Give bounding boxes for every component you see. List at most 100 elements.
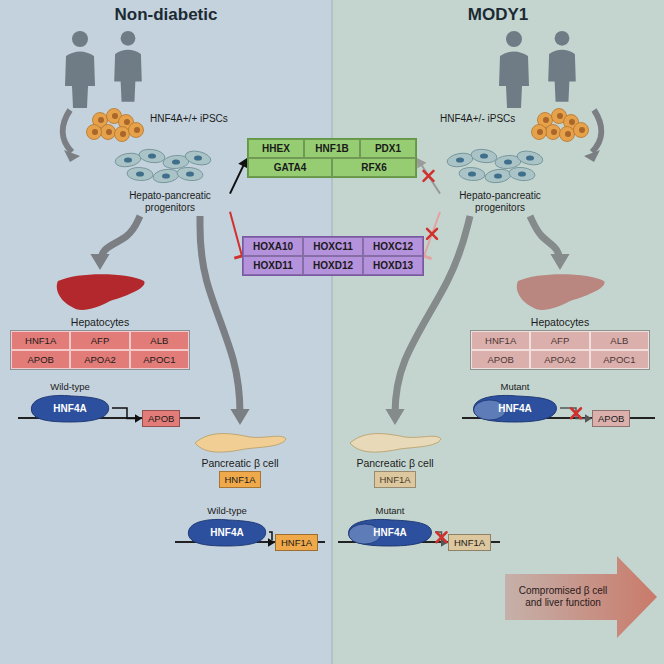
ipsc-cells: [92, 129, 98, 135]
gene-name: HOXA10: [243, 237, 303, 256]
outcome-text: Compromised β cell and liver function: [513, 585, 613, 609]
shape-part: [474, 395, 557, 422]
block-mark: [437, 532, 447, 542]
shape-part: [31, 395, 108, 422]
gene-name: HNF1A: [374, 471, 415, 488]
gene-name: HNF1A: [281, 537, 312, 548]
connector-line: [230, 212, 242, 256]
allele-label: Mutant: [345, 505, 435, 517]
liver-icon: [517, 274, 605, 310]
person-figure: [114, 50, 142, 102]
stage-label: Hepato-pancreatic progenitors: [442, 190, 558, 214]
ipsc-cells: [569, 119, 575, 125]
block-mark: [571, 408, 581, 418]
progenitor-cells: [526, 155, 534, 160]
gene-table: HepatocytesHNF1AAFPALBAPOBAPOA2APOC1: [10, 270, 190, 370]
gene-box: HNF1A: [275, 534, 318, 551]
ipsc-cells: [101, 125, 116, 140]
connector: [268, 532, 275, 547]
progenitor-cells: [127, 167, 154, 182]
ipsc-cells: [546, 125, 561, 140]
gene-box: HNF1A: [448, 534, 491, 551]
connector: [435, 532, 448, 547]
panel: MODY1Hepato-pancreatic progenitorsHepato…: [332, 0, 664, 664]
gene-table: HOXA10HOXC11HOXC12HOXD11HOXD12HOXD13: [242, 236, 424, 276]
ipsc-cells: [557, 113, 563, 119]
gene-grid: HNF1AAFPALBAPOBAPOA2APOC1: [10, 330, 190, 370]
protein-shape: MutantHNF4A: [470, 381, 560, 423]
progenitor-cells: [459, 167, 486, 182]
block-mark: [427, 229, 437, 239]
pancreas-icon: [195, 434, 286, 453]
ipsc-cells: [115, 127, 130, 142]
protein-name: HNF4A: [210, 527, 243, 538]
progenitor-cells: [516, 149, 544, 167]
progenitor-cells: [186, 171, 194, 176]
panel: Non-diabeticHepato-pancreatic progenitor…: [0, 0, 332, 664]
ipsc-cells: [537, 129, 543, 135]
gene-name: ALB: [590, 331, 649, 350]
allele-label: Wild-type: [185, 505, 269, 517]
progenitor-cells: [508, 166, 535, 182]
ipsc-cells: [560, 127, 575, 142]
panel-ground: [332, 0, 664, 664]
connector: [530, 216, 570, 270]
protein-shape: HNF4A: [345, 517, 435, 547]
cell-type-label: Pancreatic β cell: [190, 455, 290, 471]
protein-shape: HNF4A: [470, 393, 560, 423]
gene-name: HNF1A: [471, 331, 530, 350]
ipsc-cells: [112, 113, 118, 119]
gene-name: APOB: [148, 413, 174, 424]
connector-line: [424, 212, 440, 256]
gene-name: PDX1: [360, 139, 416, 158]
ipsc-cells: [574, 123, 589, 138]
progenitor-cells: [194, 155, 202, 160]
progenitor-cells: [446, 151, 474, 168]
panel-title: Non-diabetic: [0, 0, 332, 25]
flow-arrow: [63, 110, 72, 152]
progenitor-cells: [138, 148, 166, 164]
block-mark: [424, 171, 434, 181]
shape-part: [505, 556, 657, 638]
protein-shape: Wild-typeHNF4A: [28, 381, 112, 423]
gene-table: HepatocytesHNF1AAFPALBAPOBAPOA2APOC1: [470, 270, 650, 370]
cell-type: Pancreatic β cellHNF1A: [345, 425, 445, 488]
cell-label: HNF4A+/+ iPSCs: [150, 113, 228, 124]
gene-name: APOA2: [530, 350, 589, 369]
panel-ground: [332, 0, 333, 664]
shape-part: [188, 519, 265, 546]
person-figure: [499, 52, 529, 109]
ipsc-cells: [87, 125, 102, 140]
connector: [112, 408, 142, 423]
gene-name: GATA4: [248, 158, 332, 177]
progenitor-cells: [470, 148, 498, 164]
progenitor-cells: [176, 166, 203, 182]
progenitor-cells: [518, 171, 526, 176]
arrowhead: [417, 158, 426, 168]
protein-name: HNF4A: [53, 403, 86, 414]
gene-name: APOC1: [130, 350, 189, 369]
protein-shape: HNF4A: [185, 517, 269, 547]
gene-name: HNF1B: [304, 139, 360, 158]
protein-name: HNF4A: [373, 527, 406, 538]
gene-table: HHEXHNF1BPDX1GATA4RFX6: [247, 138, 417, 178]
block-mark: [437, 532, 447, 542]
gene-name: HOXC12: [363, 237, 423, 256]
progenitor-cells: [114, 151, 142, 168]
cell-type-label: Pancreatic β cell: [345, 455, 445, 471]
liver-icon: [470, 270, 650, 314]
person-figure: [72, 31, 88, 47]
cell-type-label: Hepatocytes: [10, 314, 190, 330]
connector: [417, 158, 440, 194]
progenitor-cells: [494, 173, 502, 178]
ipsc-cells: [120, 131, 126, 137]
gene-name: RFX6: [332, 158, 416, 177]
arrowhead: [135, 414, 142, 422]
gene-name: ALB: [130, 331, 189, 350]
progenitor-cells: [504, 159, 512, 164]
person-figure: [548, 50, 576, 102]
protein-shape: Wild-typeHNF4A: [185, 505, 269, 547]
person-figure: [65, 52, 95, 109]
